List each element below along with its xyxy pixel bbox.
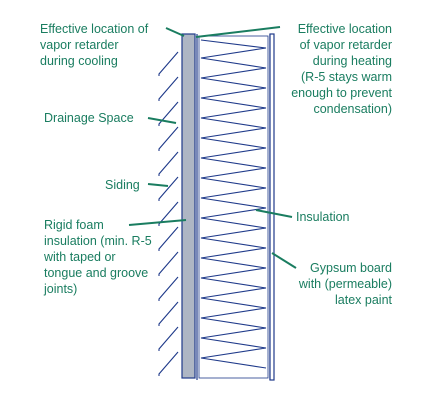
siding-board	[158, 51, 179, 76]
leader-vapor-heating	[195, 26, 281, 38]
leader-drainage-space	[147, 117, 177, 124]
siding-board	[158, 101, 179, 126]
label-insulation: Insulation	[296, 210, 350, 224]
siding-boards	[158, 51, 179, 376]
siding-board	[158, 226, 179, 251]
leader-insulation	[255, 209, 293, 218]
label-drainage-space: Drainage Space	[44, 111, 134, 125]
siding-board	[158, 76, 179, 101]
insulation-batt-zigzag	[200, 39, 267, 369]
siding-board	[158, 351, 179, 376]
siding-board	[158, 326, 179, 351]
siding-board	[158, 176, 179, 201]
leader-lines	[128, 26, 297, 269]
siding-board	[158, 276, 179, 301]
siding-board	[158, 126, 179, 151]
insulation-batt-outline	[198, 35, 269, 379]
leader-vapor-cooling	[165, 27, 185, 37]
label-vapor-retarder-heating: Effective location of vapor retarder dur…	[291, 22, 392, 116]
siding-board	[158, 301, 179, 326]
leader-siding	[147, 183, 169, 187]
label-vapor-retarder-cooling: Effective location of vapor retarder dur…	[40, 22, 149, 68]
leader-gypsum-board	[271, 252, 297, 269]
siding-board	[158, 151, 179, 176]
rigid-foam-layer	[181, 33, 196, 379]
siding-board	[158, 201, 179, 226]
label-gypsum-board: Gypsum board with (permeable) latex pain…	[298, 261, 392, 307]
leader-rigid-foam	[128, 219, 187, 226]
siding-board	[158, 251, 179, 276]
gypsum-board-layer	[269, 33, 275, 381]
label-rigid-foam: Rigid foam insulation (min. R-5 with tap…	[44, 218, 152, 296]
label-siding: Siding	[105, 178, 140, 192]
